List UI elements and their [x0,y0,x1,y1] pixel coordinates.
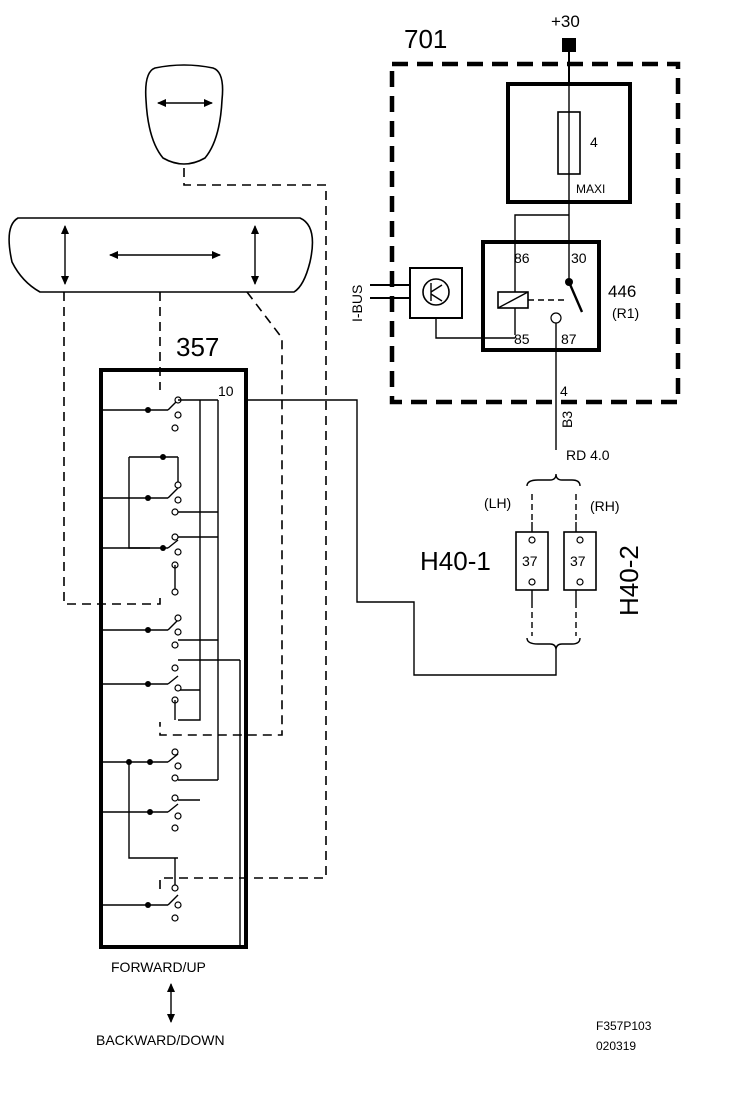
backward-down-label: BACKWARD/DOWN [96,1032,225,1048]
contact-group [101,748,182,782]
supply-terminal [562,38,576,52]
unit-701-label: 701 [404,24,447,54]
unit-701 [370,38,681,450]
pin-85-label: 85 [514,331,530,347]
wire-spec-label: RD 4.0 [566,447,610,463]
seat-cushion-symbol [8,217,314,293]
lh-label: (LH) [484,495,511,511]
heater-2-pin-label: 37 [570,553,586,569]
contact-group [101,533,182,596]
pin-86-label: 86 [514,250,530,266]
pin-87-label: 87 [561,331,577,347]
switch-pin-label: 10 [218,383,234,399]
contact-group [101,858,182,922]
switch-357-label: 357 [176,332,219,362]
headrest-symbol [144,64,224,165]
contact-group [101,454,182,516]
mechanical-linkages [63,168,327,890]
relay-id-label: 446 [608,282,636,301]
wire-code-label: B3 [559,411,575,428]
transistor-icon [422,278,450,306]
heater-2-label: H40-2 [614,545,644,616]
pin-30-label: 30 [571,250,587,266]
heater-1-label: H40-1 [420,546,491,576]
figure-date-label: 020319 [596,1039,636,1053]
fuse-type-label: MAXI [576,182,605,196]
heater-1-pin-label: 37 [522,553,538,569]
wire-gauge-label: 4 [560,383,568,399]
relay-ref-label: (R1) [612,305,639,321]
heater-wiring [246,399,597,676]
rh-label: (RH) [590,498,620,514]
contact-group [101,794,182,832]
supply-label: +30 [551,12,580,31]
fuse-number-label: 4 [590,134,598,150]
ibus-label: I-BUS [349,285,365,322]
contact-group [101,396,218,432]
contact-group [101,614,182,649]
contact-group [101,664,182,720]
switch-357 [99,368,248,949]
forward-up-label: FORWARD/UP [111,959,206,975]
figure-code-label: F357P103 [596,1019,652,1033]
